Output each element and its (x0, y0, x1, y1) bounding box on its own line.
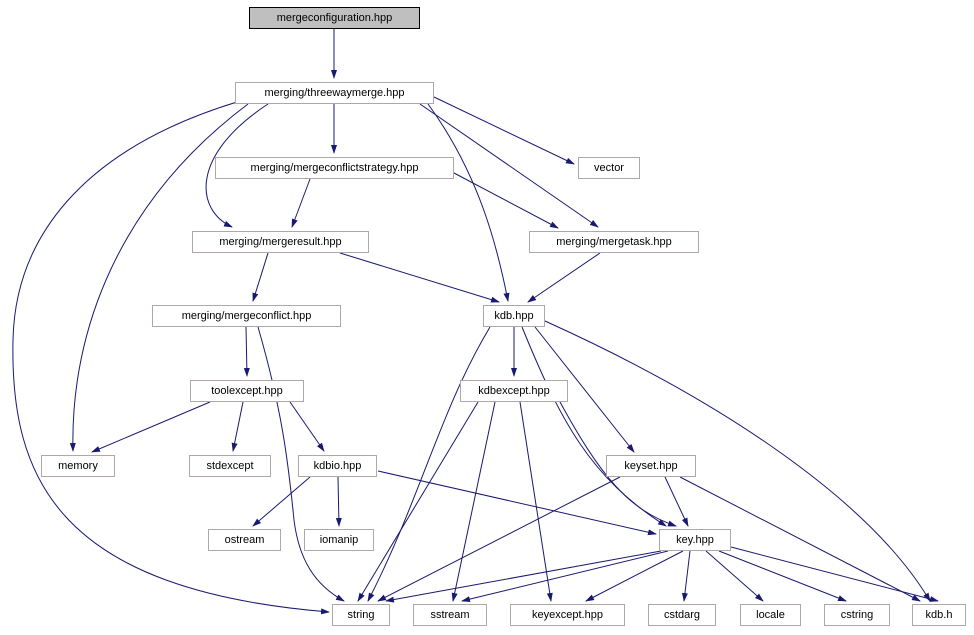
edge-toolexcept-kdbio (289, 401, 325, 452)
edge-threewaymerge-mergetask (419, 103, 599, 228)
graph-node-label: keyset.hpp (624, 459, 678, 472)
graph-node-mergeconfiguration: mergeconfiguration.hpp (249, 7, 420, 29)
graph-node-label: cstring (840, 608, 874, 621)
edge-threewaymerge-kdb_hpp (427, 103, 510, 302)
graph-node-mergeresult[interactable]: merging/mergeresult.hpp (192, 231, 369, 253)
graph-node-vector[interactable]: vector (578, 157, 640, 179)
graph-node-label: sstream (430, 608, 470, 621)
edge-kdbexcept-string (357, 401, 479, 602)
edge-key_hpp-cstring (718, 550, 847, 602)
graph-node-iomanip[interactable]: iomanip (304, 529, 374, 551)
edge-kdb_hpp-key_hpp (521, 326, 667, 527)
graph-node-label: kdb.hpp (494, 309, 534, 322)
edge-threewaymerge-string (12, 101, 330, 615)
graph-node-cstring[interactable]: cstring (824, 604, 890, 626)
graph-node-keyexcept[interactable]: keyexcept.hpp (510, 604, 625, 626)
graph-node-label: merging/mergeconflictstrategy.hpp (250, 161, 419, 174)
edge-toolexcept-stdexcept (231, 401, 244, 452)
graph-node-label: merging/mergeresult.hpp (219, 235, 342, 248)
edge-kdbio-ostream (252, 476, 311, 527)
edge-kdb_hpp-keyset (534, 326, 635, 453)
edge-key_hpp-cstdarg (681, 550, 691, 602)
graph-node-threewaymerge[interactable]: merging/threewaymerge.hpp (235, 82, 434, 104)
edge-threewaymerge-mergeresult (205, 103, 269, 228)
graph-node-label: merging/threewaymerge.hpp (264, 86, 405, 99)
graph-node-kdbio[interactable]: kdbio.hpp (298, 455, 377, 477)
graph-node-label: merging/mergeconflict.hpp (181, 309, 312, 322)
graph-node-keyset[interactable]: keyset.hpp (606, 455, 696, 477)
graph-node-kdbexcept[interactable]: kdbexcept.hpp (460, 380, 568, 402)
edge-mergeconflictstrategy-mergetask (453, 172, 559, 229)
edge-mergeconflict-toolexcept (243, 326, 250, 377)
graph-node-ostream[interactable]: ostream (208, 529, 281, 551)
edge-keyset-kdb_h (679, 476, 921, 602)
graph-node-label: kdbio.hpp (313, 459, 362, 472)
edge-keyset-key_hpp (664, 476, 689, 527)
graph-node-label: keyexcept.hpp (532, 608, 603, 621)
graph-node-kdb_h[interactable]: kdb.h (912, 604, 966, 626)
edge-key_hpp-string (385, 550, 662, 603)
graph-node-string[interactable]: string (332, 604, 390, 626)
graph-node-memory[interactable]: memory (41, 455, 115, 477)
edge-threewaymerge-memory (69, 103, 249, 452)
graph-node-label: string (347, 608, 375, 621)
edge-key_hpp-kdb_h (730, 546, 939, 602)
graph-node-toolexcept[interactable]: toolexcept.hpp (190, 380, 304, 402)
edge-keyset-string (377, 476, 621, 602)
graph-node-label: key.hpp (676, 533, 714, 546)
edge-kdbio-iomanip (335, 476, 342, 527)
edge-mergeresult-mergeconflict (252, 252, 269, 302)
edge-kdbexcept-keyexcept (519, 401, 553, 602)
edge-key_hpp-locale (705, 550, 764, 602)
edge-kdbexcept-sstream (451, 401, 496, 602)
graph-node-kdb_hpp[interactable]: kdb.hpp (483, 305, 545, 327)
graph-node-label: merging/mergetask.hpp (556, 235, 672, 248)
edge-mergeresult-kdb_hpp (339, 252, 500, 303)
graph-node-mergeconflict[interactable]: merging/mergeconflict.hpp (152, 305, 341, 327)
graph-node-mergeconflictstrategy[interactable]: merging/mergeconflictstrategy.hpp (215, 157, 454, 179)
edge-kdbio-key_hpp (377, 470, 657, 536)
edge-toolexcept-memory (91, 401, 211, 453)
edge-mergetask-kdb_hpp (527, 252, 601, 303)
edge-key_hpp-keyexcept (585, 550, 684, 602)
graph-node-label: cstdarg (663, 608, 701, 621)
graph-node-label: ostream (224, 533, 265, 546)
graph-node-locale[interactable]: locale (740, 604, 801, 626)
graph-node-label: kdbexcept.hpp (478, 384, 550, 397)
edge-key_hpp-sstream (461, 550, 669, 603)
graph-node-label: memory (58, 459, 98, 472)
graph-node-mergetask[interactable]: merging/mergetask.hpp (529, 231, 699, 253)
graph-node-label: locale (756, 608, 785, 621)
graph-node-cstdarg[interactable]: cstdarg (648, 604, 716, 626)
graph-node-label: stdexcept (206, 459, 254, 472)
graph-node-label: toolexcept.hpp (211, 384, 283, 397)
graph-node-stdexcept[interactable]: stdexcept (189, 455, 271, 477)
graph-node-key_hpp[interactable]: key.hpp (659, 529, 731, 551)
graph-node-sstream[interactable]: sstream (413, 604, 487, 626)
edge-kdb_hpp-kdb_h (544, 320, 931, 602)
edge-kdbexcept-key_hpp (559, 401, 677, 527)
graph-node-label: iomanip (319, 533, 359, 546)
graph-node-label: mergeconfiguration.hpp (276, 11, 393, 24)
graph-node-label: vector (594, 161, 624, 174)
graph-node-label: kdb.h (925, 608, 953, 621)
edge-threewaymerge-vector (433, 96, 575, 165)
edge-mergeconflictstrategy-mergeresult (291, 178, 311, 228)
edge-kdb_hpp-string (367, 326, 491, 602)
